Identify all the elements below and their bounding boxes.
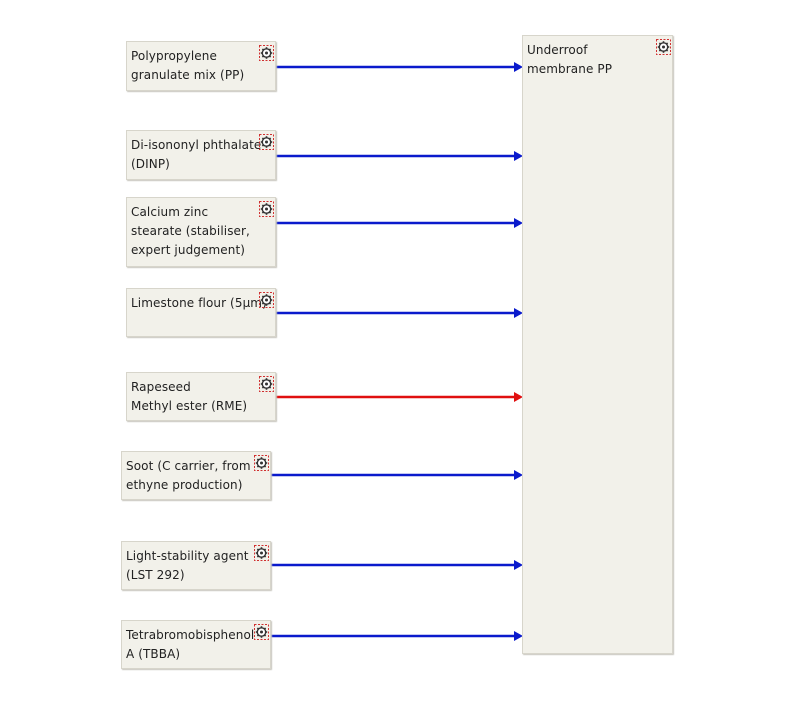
process-gear-icon — [254, 455, 269, 471]
source-process-tbba[interactable]: Tetrabromobisphenol A (TBBA) — [121, 620, 271, 669]
process-gear-icon — [259, 376, 274, 392]
source-process-limestone[interactable]: Limestone flour (5µm) — [126, 288, 276, 337]
source-process-czs[interactable]: Calcium zinc stearate (stabiliser, exper… — [126, 197, 276, 267]
node-label: Di-isononyl phthalate (DINP) — [131, 138, 262, 171]
node-label: Soot (C carrier, from ethyne production) — [126, 459, 251, 492]
flow-arrowhead-rme — [514, 392, 523, 402]
process-gear-icon — [259, 45, 274, 61]
source-process-soot[interactable]: Soot (C carrier, from ethyne production) — [121, 451, 271, 500]
source-process-rme[interactable]: Rapeseed Methyl ester (RME) — [126, 372, 276, 421]
process-gear-icon — [259, 201, 274, 217]
source-process-lst[interactable]: Light-stability agent (LST 292) — [121, 541, 271, 590]
flow-arrowhead-dinp — [514, 151, 523, 161]
node-label: Rapeseed Methyl ester (RME) — [131, 380, 248, 413]
process-gear-icon — [656, 39, 671, 55]
node-label: Calcium zinc stearate (stabiliser, exper… — [131, 205, 250, 257]
node-label: Limestone flour (5µm) — [131, 296, 267, 310]
flow-arrowhead-tbba — [514, 631, 523, 641]
node-label: Light-stability agent (LST 292) — [126, 549, 249, 582]
flow-arrowhead-pp — [514, 62, 523, 72]
flow-arrowhead-lst — [514, 560, 523, 570]
node-label: Polypropylene granulate mix (PP) — [131, 49, 245, 82]
flow-arrowhead-limestone — [514, 308, 523, 318]
process-gear-icon — [254, 624, 269, 640]
flow-arrowhead-czs — [514, 218, 523, 228]
node-label: Underroof membrane PP — [527, 43, 613, 76]
process-gear-icon — [254, 545, 269, 561]
flow-arrowhead-soot — [514, 470, 523, 480]
process-gear-icon — [259, 292, 274, 308]
source-process-pp[interactable]: Polypropylene granulate mix (PP) — [126, 41, 276, 91]
node-label: Tetrabromobisphenol A (TBBA) — [126, 628, 255, 661]
source-process-dinp[interactable]: Di-isononyl phthalate (DINP) — [126, 130, 276, 180]
process-gear-icon — [259, 134, 274, 150]
target-process-underroof-membrane[interactable]: Underroof membrane PP — [522, 35, 673, 654]
